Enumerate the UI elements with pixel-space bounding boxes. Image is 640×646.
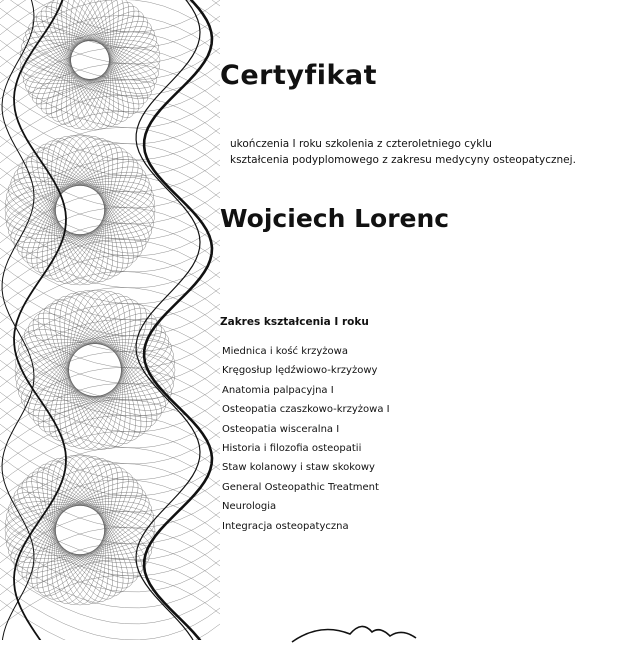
signature-mark	[291, 625, 417, 643]
course-item: Integracja osteopatyczna	[222, 520, 349, 532]
course-item: Neurologia	[222, 501, 277, 513]
course-item: Osteopatia wisceralna I	[222, 423, 340, 435]
scope-heading: Zakres kształcenia I roku	[220, 316, 369, 328]
course-item: Anatomia palpacyjna I	[222, 384, 334, 396]
description-line-1: ukończenia I roku szkolenia z czteroletn…	[230, 138, 492, 150]
course-item: Kręgosłup lędźwiowo-krzyżowy	[222, 365, 378, 377]
description-line-2: kształcenia podyplomowego z zakresu medy…	[230, 154, 576, 166]
course-item: Staw kolanowy i staw skokowy	[222, 462, 375, 474]
course-item: General Osteopathic Treatment	[222, 481, 379, 493]
certificate-title: Certyfikat	[220, 60, 378, 91]
course-item: Miednica i kość krzyżowa	[222, 346, 348, 357]
certificate-content: Certyfikat ukończenia I roku szkolenia z…	[216, 0, 626, 640]
course-item: Osteopatia czaszkowo-krzyżowa I	[222, 404, 390, 416]
seal-emblem: 2005	[169, 0, 184, 7]
course-list: Miednica i kość krzyżowa Kręgosłup lędźw…	[222, 342, 390, 536]
certificate-description: ukończenia I roku szkolenia z czteroletn…	[230, 136, 610, 168]
course-item: Historia i filozofia osteopatii	[222, 443, 362, 455]
recipient-name: Wojciech Lorenc	[220, 204, 450, 233]
seal-text: 2005	[169, 0, 184, 7]
